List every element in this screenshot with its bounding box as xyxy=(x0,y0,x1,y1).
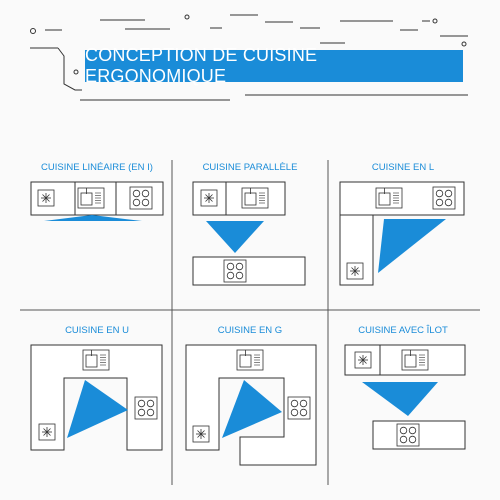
layout-island xyxy=(344,344,466,450)
stove-icon xyxy=(129,186,153,210)
sink-icon xyxy=(77,187,105,209)
fridge-icon xyxy=(37,189,55,207)
layout-g xyxy=(185,344,317,466)
sink-icon xyxy=(236,349,264,371)
work-triangle xyxy=(378,219,446,273)
panel-title-l: CUISINE EN L xyxy=(371,162,435,173)
sink-icon xyxy=(82,349,110,371)
work-triangle xyxy=(67,380,128,438)
stove-icon xyxy=(396,423,420,447)
sink-icon xyxy=(241,187,269,209)
sink-icon xyxy=(401,349,429,371)
fridge-icon xyxy=(38,423,56,441)
work-triangle xyxy=(362,382,438,416)
layout-l xyxy=(339,181,465,286)
work-triangle xyxy=(206,221,264,253)
page-title: CONCEPTION DE CUISINE ERGONOMIQUE xyxy=(85,45,463,86)
stove-icon xyxy=(134,396,158,420)
fridge-icon xyxy=(200,189,218,207)
stove-icon xyxy=(432,186,456,210)
layout-linear xyxy=(30,181,164,221)
fridge-icon xyxy=(346,262,364,280)
fridge-icon xyxy=(354,351,372,369)
panel-title-parallel: CUISINE PARALLÈLE xyxy=(202,162,298,173)
panel-title-island: CUISINE AVEC ÎLOT xyxy=(358,325,448,336)
stove-icon xyxy=(287,396,311,420)
panel-title-linear: CUISINE LINÉAIRE (EN I) xyxy=(41,162,153,173)
layout-u xyxy=(30,344,163,451)
work-triangle xyxy=(44,215,142,221)
panel-title-u: CUISINE EN U xyxy=(65,325,129,336)
fridge-icon xyxy=(192,425,210,443)
stove-icon xyxy=(223,259,247,283)
layout-parallel xyxy=(192,181,306,286)
sink-icon xyxy=(375,187,403,209)
panel-title-g: CUISINE EN G xyxy=(217,325,283,336)
work-triangle xyxy=(222,380,282,438)
